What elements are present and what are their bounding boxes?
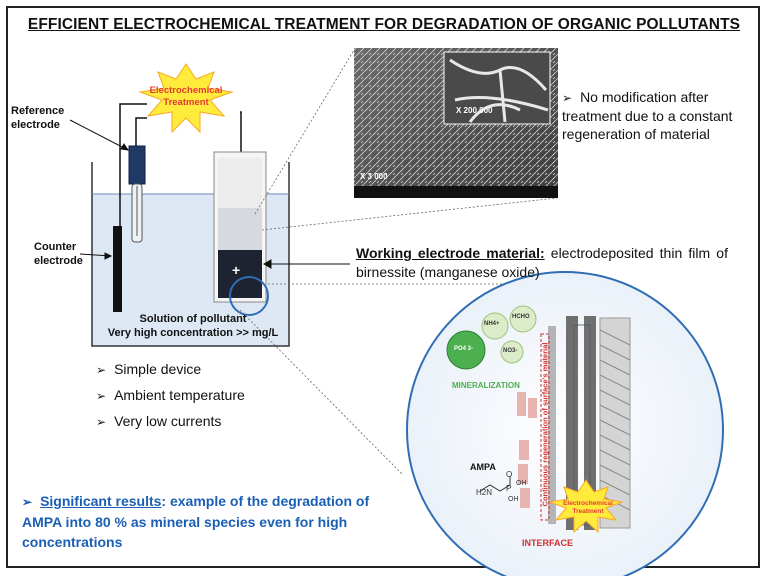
- ampa-p: P: [506, 484, 512, 493]
- ampa-oh-1: OH: [516, 480, 527, 487]
- ampa-oh-2: OH: [508, 496, 519, 503]
- pollutant-fragments: [517, 392, 537, 508]
- arrow-bullet-icon: ➢: [96, 389, 107, 403]
- sem-mag-inset: X 200 000: [456, 106, 493, 115]
- species-po4: PO4 3-: [454, 346, 474, 352]
- species-bubbles: [446, 305, 537, 370]
- counter-electrode-label: Counter electrode: [34, 241, 83, 267]
- bullet-item: ➢Simple device: [96, 361, 202, 377]
- zoom-circle: [229, 276, 269, 316]
- counter-electrode: [113, 226, 122, 312]
- sem-mag-large: X 3 000: [360, 172, 388, 181]
- arrow-bullet-icon: ➢: [22, 495, 33, 509]
- species-nh4: NH4+: [484, 321, 500, 327]
- bullet-list: ➢Simple device ➢Ambient temperature ➢Ver…: [96, 360, 245, 431]
- bullet-item: ➢Ambient temperature: [96, 387, 245, 403]
- significant-results-note: ➢Significant results: example of the deg…: [22, 493, 370, 550]
- species-hcho: HCHO: [512, 314, 530, 320]
- interface-label: INTERFACE: [522, 538, 574, 548]
- ampa-label: AMPA: [470, 462, 496, 472]
- arrow-bullet-icon: ➢: [96, 415, 107, 429]
- burst-label-top: Electrochemical Treatment: [149, 85, 223, 108]
- working-electrode-note: Working electrode material: electrodepos…: [356, 245, 728, 280]
- interface-circle: [406, 271, 724, 576]
- electrochemical-burst-top: [138, 63, 234, 134]
- page-title: EFFICIENT ELECTROCHEMICAL TREATMENT FOR …: [27, 16, 741, 33]
- ampa-o: O: [506, 470, 513, 479]
- reference-electrode: [128, 145, 146, 243]
- reference-electrode-label: Reference electrode: [11, 105, 65, 131]
- electrochemical-burst-bottom: [548, 479, 624, 534]
- circuit-wires: [119, 103, 242, 226]
- ampa-h2n: H2N: [476, 488, 493, 497]
- regeneration-label: Continuous regeneration of surface's mat…: [540, 342, 550, 507]
- species-no3: NO3-: [503, 348, 518, 354]
- solution-label: Solution of pollutant Very high concentr…: [107, 313, 279, 339]
- birnessite-layers: [540, 316, 631, 530]
- no-modification-note: ➢No modification after treatment due to …: [562, 89, 733, 142]
- burst-label-bottom: Electrochemical Treatment: [563, 500, 613, 515]
- ampa-molecule: [479, 476, 511, 492]
- arrow-bullet-icon: ➢: [96, 363, 107, 377]
- arrow-bullet-icon: ➢: [562, 91, 573, 105]
- label-arrows: [69, 119, 350, 269]
- plus-sign: +: [232, 262, 241, 278]
- mineralization-label: MINERALIZATION: [452, 381, 520, 390]
- connector-lines: [239, 49, 558, 475]
- working-electrode: [213, 151, 267, 303]
- sem-image: [354, 48, 558, 198]
- bullet-item: ➢Very low currents: [96, 413, 222, 429]
